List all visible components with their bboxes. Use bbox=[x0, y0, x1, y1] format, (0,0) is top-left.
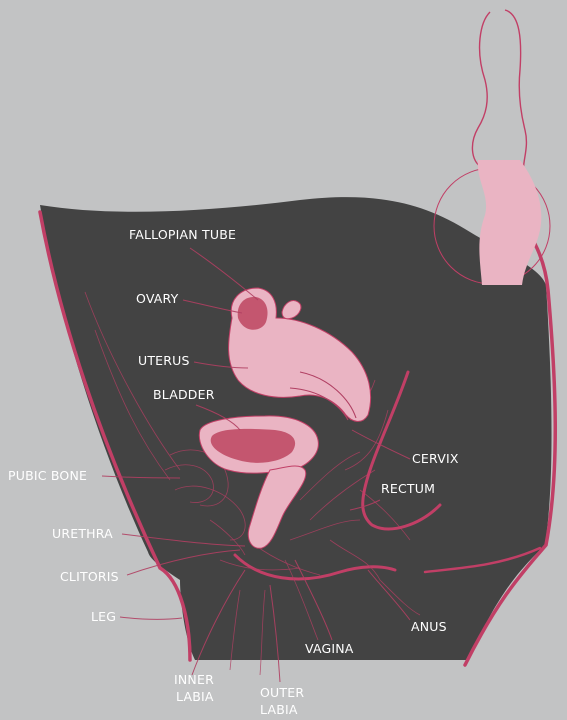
label-rectum: RECTUM bbox=[381, 481, 435, 496]
label-vagina: VAGINA bbox=[305, 641, 354, 656]
label-cervix: CERVIX bbox=[412, 451, 459, 466]
label-uterus: UTERUS bbox=[138, 353, 190, 368]
label-bladder: BLADDER bbox=[153, 387, 215, 402]
label-urethra: URETHRA bbox=[52, 526, 113, 541]
label-fallopian-tube: FALLOPIAN TUBE bbox=[129, 227, 236, 242]
figure-outline bbox=[472, 10, 526, 175]
figure-hips bbox=[478, 160, 541, 285]
label-outer-labia-line2: LABIA bbox=[260, 702, 298, 717]
label-inner-labia-line2: LABIA bbox=[176, 689, 214, 704]
label-ovary: OVARY bbox=[136, 291, 179, 306]
label-outer-labia-line1: OUTER bbox=[260, 685, 304, 700]
label-pubic-bone: PUBIC BONE bbox=[8, 468, 87, 483]
label-anus: ANUS bbox=[411, 619, 447, 634]
label-clitoris: CLITORIS bbox=[60, 569, 119, 584]
ovary-shape bbox=[238, 297, 268, 330]
label-inner-labia-line1: INNER bbox=[174, 672, 214, 687]
label-leg: LEG bbox=[91, 609, 116, 624]
